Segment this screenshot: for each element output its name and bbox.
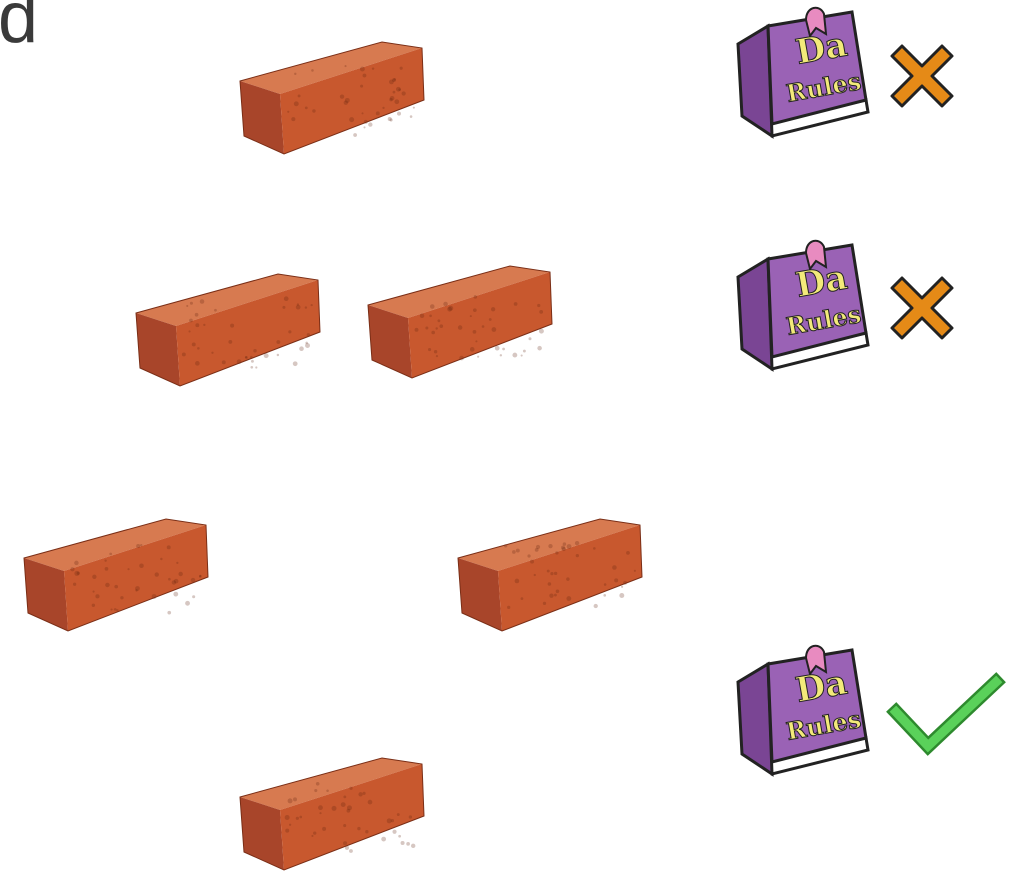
cross-icon xyxy=(884,270,960,346)
brick xyxy=(232,752,428,872)
rule-book: DaRules xyxy=(728,642,876,792)
rule-book: DaRules xyxy=(728,4,876,154)
check-icon xyxy=(892,676,1002,756)
corner-text: d xyxy=(0,0,38,54)
brick xyxy=(128,268,324,388)
brick xyxy=(360,260,556,380)
brick xyxy=(16,513,212,633)
rule-book: DaRules xyxy=(728,237,876,387)
cross-icon xyxy=(884,38,960,114)
brick xyxy=(450,513,646,633)
brick xyxy=(232,36,428,156)
